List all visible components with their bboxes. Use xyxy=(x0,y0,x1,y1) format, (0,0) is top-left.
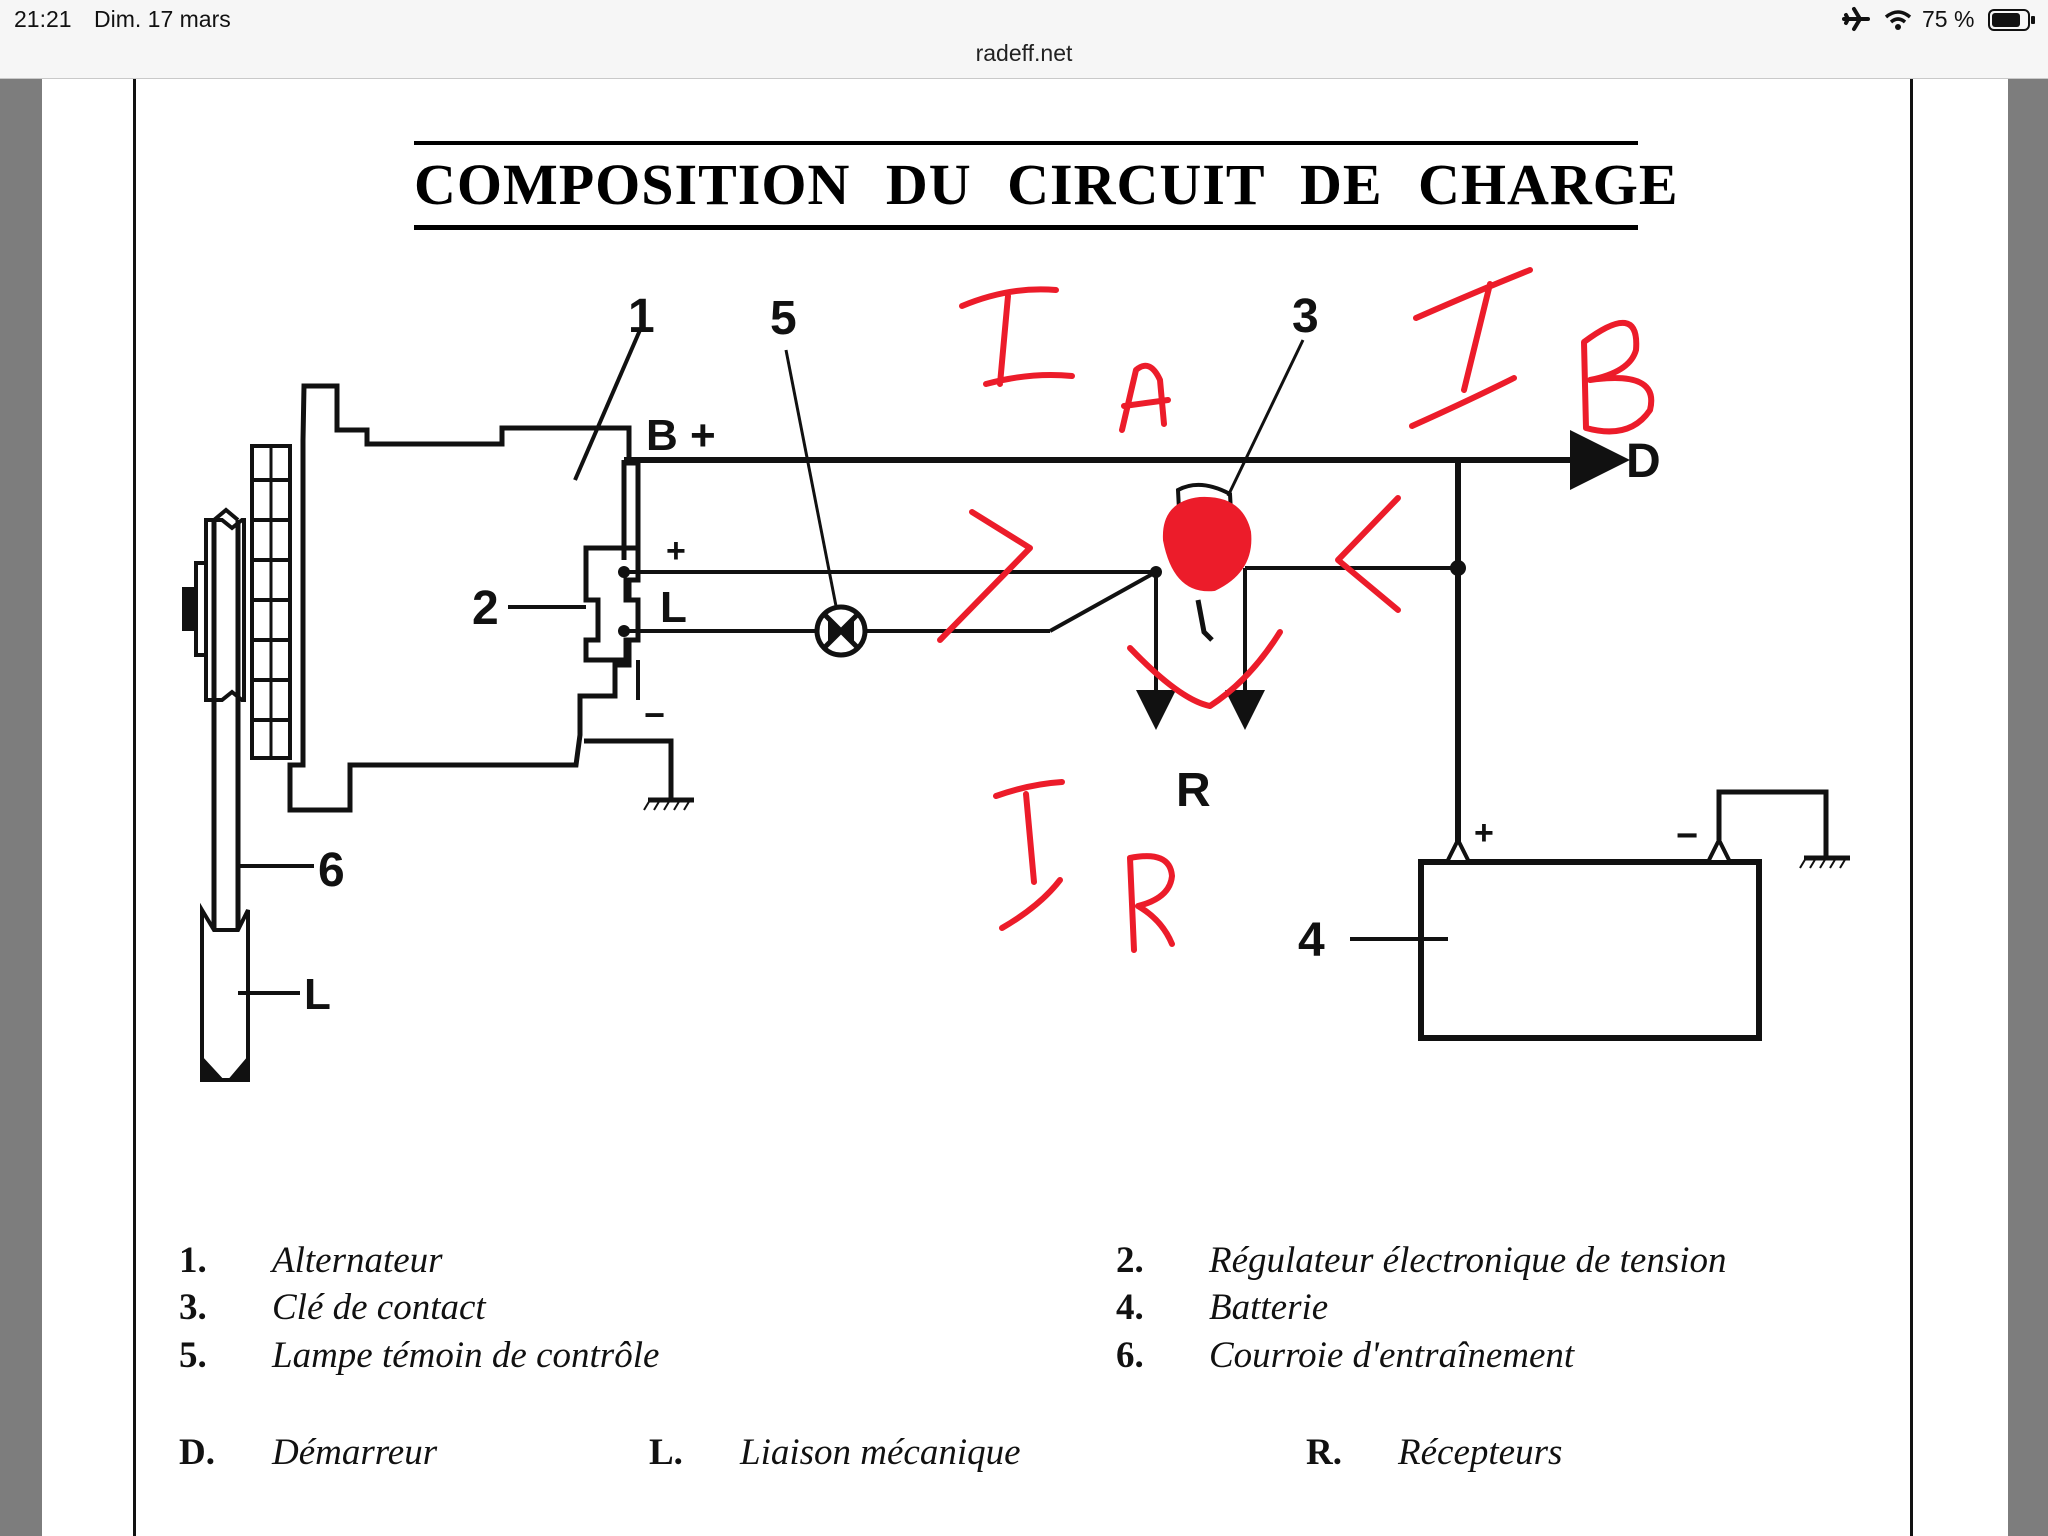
alternator-body xyxy=(287,383,641,813)
charging-circuit-diagram: 1 5 3 2 4 6 B + + L − D R L + − xyxy=(182,267,1850,1082)
ink-i-r xyxy=(993,779,1065,931)
page-frame-line xyxy=(1910,79,1913,1536)
legend-number: 6. xyxy=(1116,1335,1144,1376)
legend-text: Courroie d'entraînement xyxy=(1209,1335,1575,1376)
wifi-icon xyxy=(1884,10,1912,30)
battery-percentage: 75 % xyxy=(1922,6,1975,32)
legend-item: 3. Clé de contact xyxy=(179,1286,979,1332)
abbreviation-key: R. xyxy=(1306,1432,1342,1473)
ink-i-a xyxy=(959,286,1075,387)
abbreviation-item: L. Liaison mécanique xyxy=(649,1431,1069,1477)
alternator-fan xyxy=(250,444,292,760)
label-ignition-key: 3 xyxy=(1292,290,1319,343)
label-battery: 4 xyxy=(1298,914,1325,967)
legend-text: Clé de contact xyxy=(272,1287,486,1328)
legend-text: Lampe témoin de contrôle xyxy=(272,1335,660,1376)
label-reg-l: L xyxy=(660,583,687,632)
status-date: Dim. 17 mars xyxy=(94,6,231,32)
status-bar: 21:21 Dim. 17 mars radeff.net 75 % xyxy=(0,0,2048,79)
page-frame-line xyxy=(133,79,136,1536)
label-mechanical-link: L xyxy=(304,970,331,1019)
abbreviation-key: L. xyxy=(649,1432,683,1473)
label-starter: D xyxy=(1626,435,1661,488)
legend-number: 3. xyxy=(179,1287,207,1328)
ink-arrow-down xyxy=(1127,629,1283,709)
legend-item: 2. Régulateur électronique de tension xyxy=(1116,1239,1916,1285)
ink-b xyxy=(1581,320,1655,435)
battery-icon xyxy=(1988,9,2035,31)
legend-number: 4. xyxy=(1116,1287,1144,1328)
abbreviation-item: R. Récepteurs xyxy=(1306,1431,1726,1477)
abbreviation-text: Récepteurs xyxy=(1398,1432,1563,1473)
lamp-line-diag xyxy=(1049,570,1157,633)
drive-belt xyxy=(200,507,250,1082)
ink-i-b xyxy=(1409,267,1533,429)
abbreviation-item: D. Démarreur xyxy=(179,1431,599,1477)
receivers-outputs xyxy=(1136,568,1265,730)
legend-text: Alternateur xyxy=(272,1240,443,1281)
label-belt: 6 xyxy=(318,844,345,897)
address-url[interactable]: radeff.net xyxy=(975,40,1073,66)
abbreviation-key: D. xyxy=(179,1432,215,1473)
legend-text: Batterie xyxy=(1209,1287,1329,1328)
battery-minus-post xyxy=(1704,835,1734,864)
label-warning-lamp: 5 xyxy=(770,292,797,345)
label-reg-minus: − xyxy=(644,694,665,735)
label-alternator: 1 xyxy=(628,290,655,343)
abbreviation-text: Liaison mécanique xyxy=(740,1432,1021,1473)
alternator-ground xyxy=(584,738,694,811)
legend-number: 2. xyxy=(1116,1240,1144,1281)
airplane-icon xyxy=(1842,7,1870,31)
legend-item: 4. Batterie xyxy=(1116,1286,1916,1332)
status-icons xyxy=(1842,7,1912,31)
battery-box xyxy=(1418,859,1762,1041)
label-receivers: R xyxy=(1176,764,1211,817)
handwriting-layer xyxy=(937,267,1655,953)
label-regulator: 2 xyxy=(472,582,499,635)
ink-arrow-left xyxy=(1335,495,1401,613)
ink-scribble-dot xyxy=(1162,496,1252,592)
battery-ground xyxy=(1716,789,1850,869)
legend-item: 5. Lampe témoin de contrôle xyxy=(179,1334,979,1380)
label-b-plus: B + xyxy=(646,411,716,460)
status-time: 21:21 xyxy=(14,6,72,32)
legend-number: 1. xyxy=(179,1240,207,1281)
label-reg-plus: + xyxy=(666,532,686,570)
legend-item: 1. Alternateur xyxy=(179,1239,979,1285)
document-title: COMPOSITION DU CIRCUIT DE CHARGE xyxy=(414,141,1678,230)
warning-lamp-icon xyxy=(814,604,868,658)
ink-a xyxy=(1119,362,1171,433)
document-page: COMPOSITION DU CIRCUIT DE CHARGE xyxy=(42,79,2008,1536)
battery-plus-post xyxy=(1443,835,1473,864)
lamp-leader xyxy=(784,349,838,607)
legend-number: 5. xyxy=(179,1335,207,1376)
label-battery-plus: + xyxy=(1474,814,1494,852)
label-battery-minus: − xyxy=(1676,815,1698,857)
alternator-leader xyxy=(573,329,642,481)
ink-r xyxy=(1127,853,1175,953)
ink-arrow-right xyxy=(937,509,1033,643)
abbreviation-text: Démarreur xyxy=(272,1432,438,1473)
legend-text: Régulateur électronique de tension xyxy=(1209,1240,1727,1281)
key-leader xyxy=(1226,339,1305,497)
legend-item: 6. Courroie d'entraînement xyxy=(1116,1334,1916,1380)
